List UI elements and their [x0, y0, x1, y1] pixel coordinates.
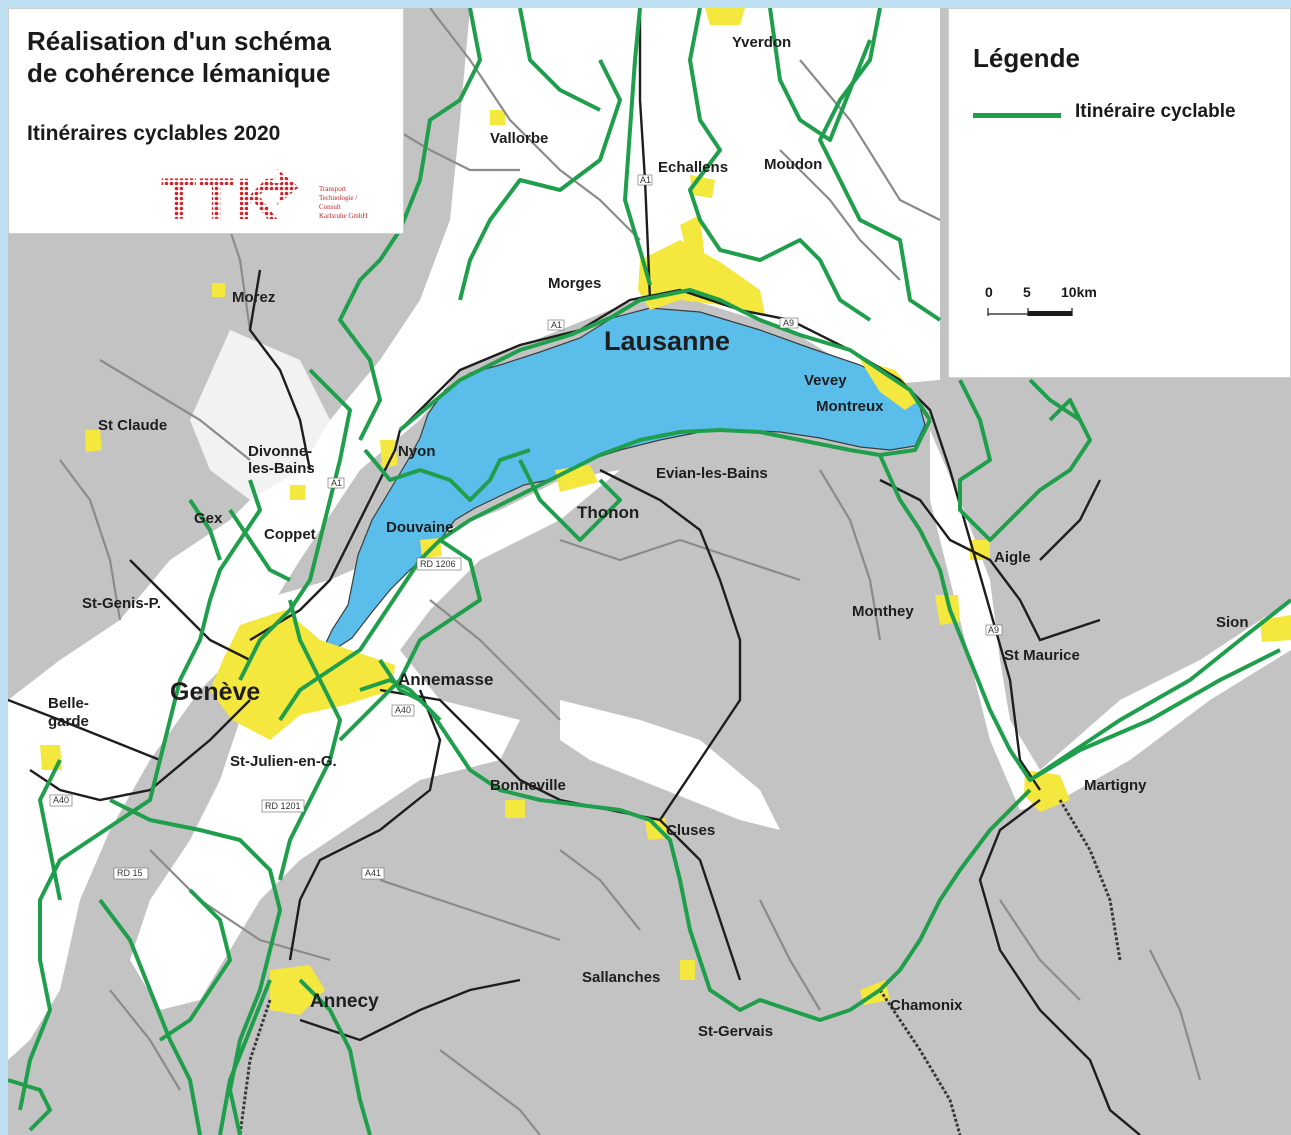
legend-route-swatch: [973, 113, 1061, 118]
map-title: Réalisation d'un schéma de cohérence lém…: [27, 25, 331, 89]
map-subtitle: Itinéraires cyclables 2020: [27, 122, 281, 145]
label-montreux: Montreux: [816, 398, 884, 415]
label-yverdon: Yverdon: [732, 34, 791, 51]
label-vevey: Vevey: [804, 372, 847, 389]
scale-bar: 0 5 10km: [983, 284, 1103, 324]
label-nyon: Nyon: [398, 443, 436, 460]
label-sion: Sion: [1216, 614, 1249, 631]
scale-label-10: 10km: [1061, 284, 1097, 300]
logo-arrow-icon: [263, 169, 299, 205]
label-geneve: Genève: [170, 678, 260, 706]
road-rd1201: RD 1201: [265, 801, 301, 811]
label-evian: Evian-les-Bains: [656, 465, 768, 482]
label-lausanne: Lausanne: [604, 326, 730, 356]
road-a9-south: A9: [988, 625, 999, 635]
place-labels: Yverdon Vallorbe Echallens Moudon Morez …: [48, 34, 1249, 1040]
label-douvaine: Douvaine: [386, 519, 454, 536]
legend-title: Légende: [973, 43, 1080, 73]
label-aigle: Aigle: [994, 549, 1031, 566]
label-st-julien: St-Julien-en-G.: [230, 753, 337, 770]
road-a40-east: A40: [395, 705, 411, 715]
railways: [238, 799, 1122, 1135]
lake-geneva: [316, 307, 926, 662]
label-morez: Morez: [232, 289, 275, 306]
label-sallanches: Sallanches: [582, 969, 660, 986]
label-bellegarde-1: Belle-: [48, 695, 89, 712]
label-st-gervais: St-Gervais: [698, 1023, 773, 1040]
label-gex: Gex: [194, 510, 223, 527]
map-title-line-2: de cohérence lémanique: [27, 58, 331, 88]
label-annemasse: Annemasse: [398, 670, 493, 689]
title-panel: Réalisation d'un schéma de cohérence lém…: [8, 8, 404, 234]
road-rd15: RD 15: [117, 868, 143, 878]
label-divonne-2: les-Bains: [248, 460, 315, 477]
urban-areas: [40, 8, 1291, 1015]
label-st-claude: St Claude: [98, 417, 167, 434]
road-a41: A41: [365, 868, 381, 878]
legend-route-label: Itinéraire cyclable: [1075, 101, 1236, 122]
label-echallens: Echallens: [658, 159, 728, 176]
label-vallorbe: Vallorbe: [490, 130, 548, 147]
label-cluses: Cluses: [666, 822, 715, 839]
label-thonon: Thonon: [577, 503, 639, 522]
road-a1-west: A1: [331, 478, 342, 488]
lowland-rhone: [930, 430, 1291, 810]
road-a1-north: A1: [640, 175, 651, 185]
lowland-geneva: [130, 470, 620, 1010]
scale-label-0: 0: [985, 284, 993, 300]
label-monthey: Monthey: [852, 603, 914, 620]
lowland-arve: [560, 700, 780, 830]
map-title-line-1: Réalisation d'un schéma: [27, 26, 331, 56]
logo-caption-2: Technologie /: [319, 194, 357, 202]
logo-caption-4: Karlsruhe GmbH: [319, 212, 367, 220]
logo-caption-3: Consult: [319, 203, 341, 211]
ttk-logo-text: TTK: [161, 167, 280, 231]
label-bonneville: Bonneville: [490, 777, 566, 794]
scale-label-5: 5: [1023, 284, 1031, 300]
cycle-routes: [8, 8, 1291, 1135]
label-st-maurice: St Maurice: [1004, 647, 1080, 664]
label-chamonix: Chamonix: [890, 997, 963, 1014]
logo-caption-1: Transport: [319, 185, 346, 193]
road-a1-morges: A1: [551, 320, 562, 330]
legend-panel: Légende Itinéraire cyclable 0 5 10km: [948, 8, 1291, 378]
lowland-jura-fields: [190, 330, 330, 500]
label-bellegarde-2: garde: [48, 713, 89, 730]
ttk-logo: TTK Transport Technologie / Consult Karl…: [161, 167, 367, 231]
road-a9-east: A9: [783, 318, 794, 328]
label-st-genis: St-Genis-P.: [82, 595, 161, 612]
scale-bar-graphic: [987, 308, 1073, 316]
label-coppet: Coppet: [264, 526, 316, 543]
label-annecy: Annecy: [310, 991, 379, 1012]
label-morges: Morges: [548, 275, 601, 292]
road-shields: A1 A1 A9 A1 RD 1206 A9 A40 A40 RD 1201 R…: [49, 174, 1003, 880]
label-divonne-1: Divonne-: [248, 443, 312, 460]
label-martigny: Martigny: [1084, 777, 1147, 794]
road-rd1206: RD 1206: [420, 559, 456, 569]
label-moudon: Moudon: [764, 156, 822, 173]
road-a40-west: A40: [53, 795, 69, 805]
